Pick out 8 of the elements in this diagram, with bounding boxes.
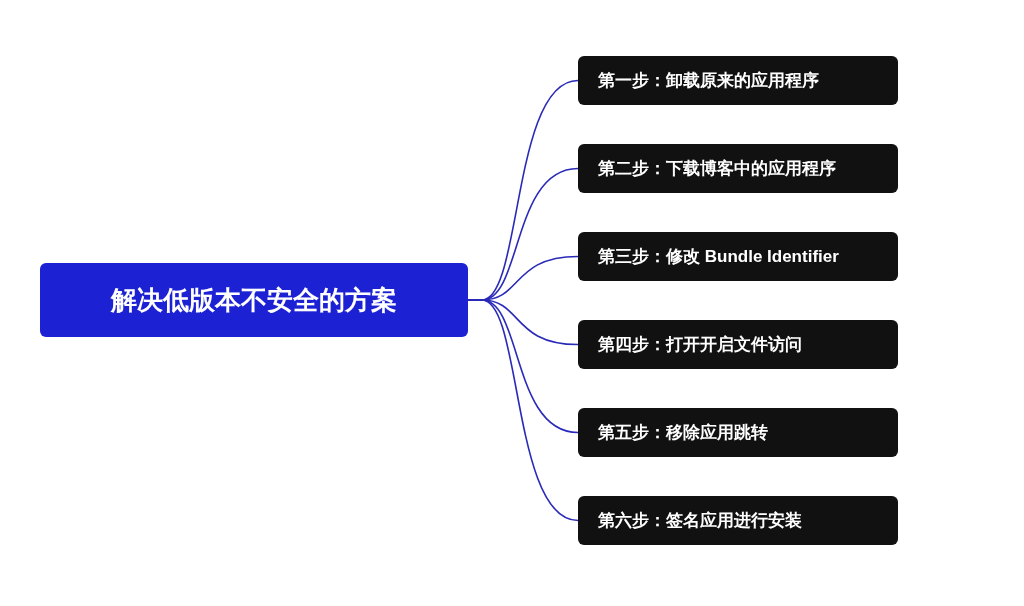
topic-box: 解决低版本不安全的方案	[40, 263, 468, 337]
step-box: 第四步：打开开启文件访问	[578, 320, 898, 369]
step-box: 第二步：下载博客中的应用程序	[578, 144, 898, 193]
step-box: 第一步：卸载原来的应用程序	[578, 56, 898, 105]
step-box: 第五步：移除应用跳转	[578, 408, 898, 457]
connector-line	[467, 299, 579, 522]
step-box: 第六步：签名应用进行安装	[578, 496, 898, 545]
step-box: 第三步：修改 Bundle Identifier	[578, 232, 898, 281]
